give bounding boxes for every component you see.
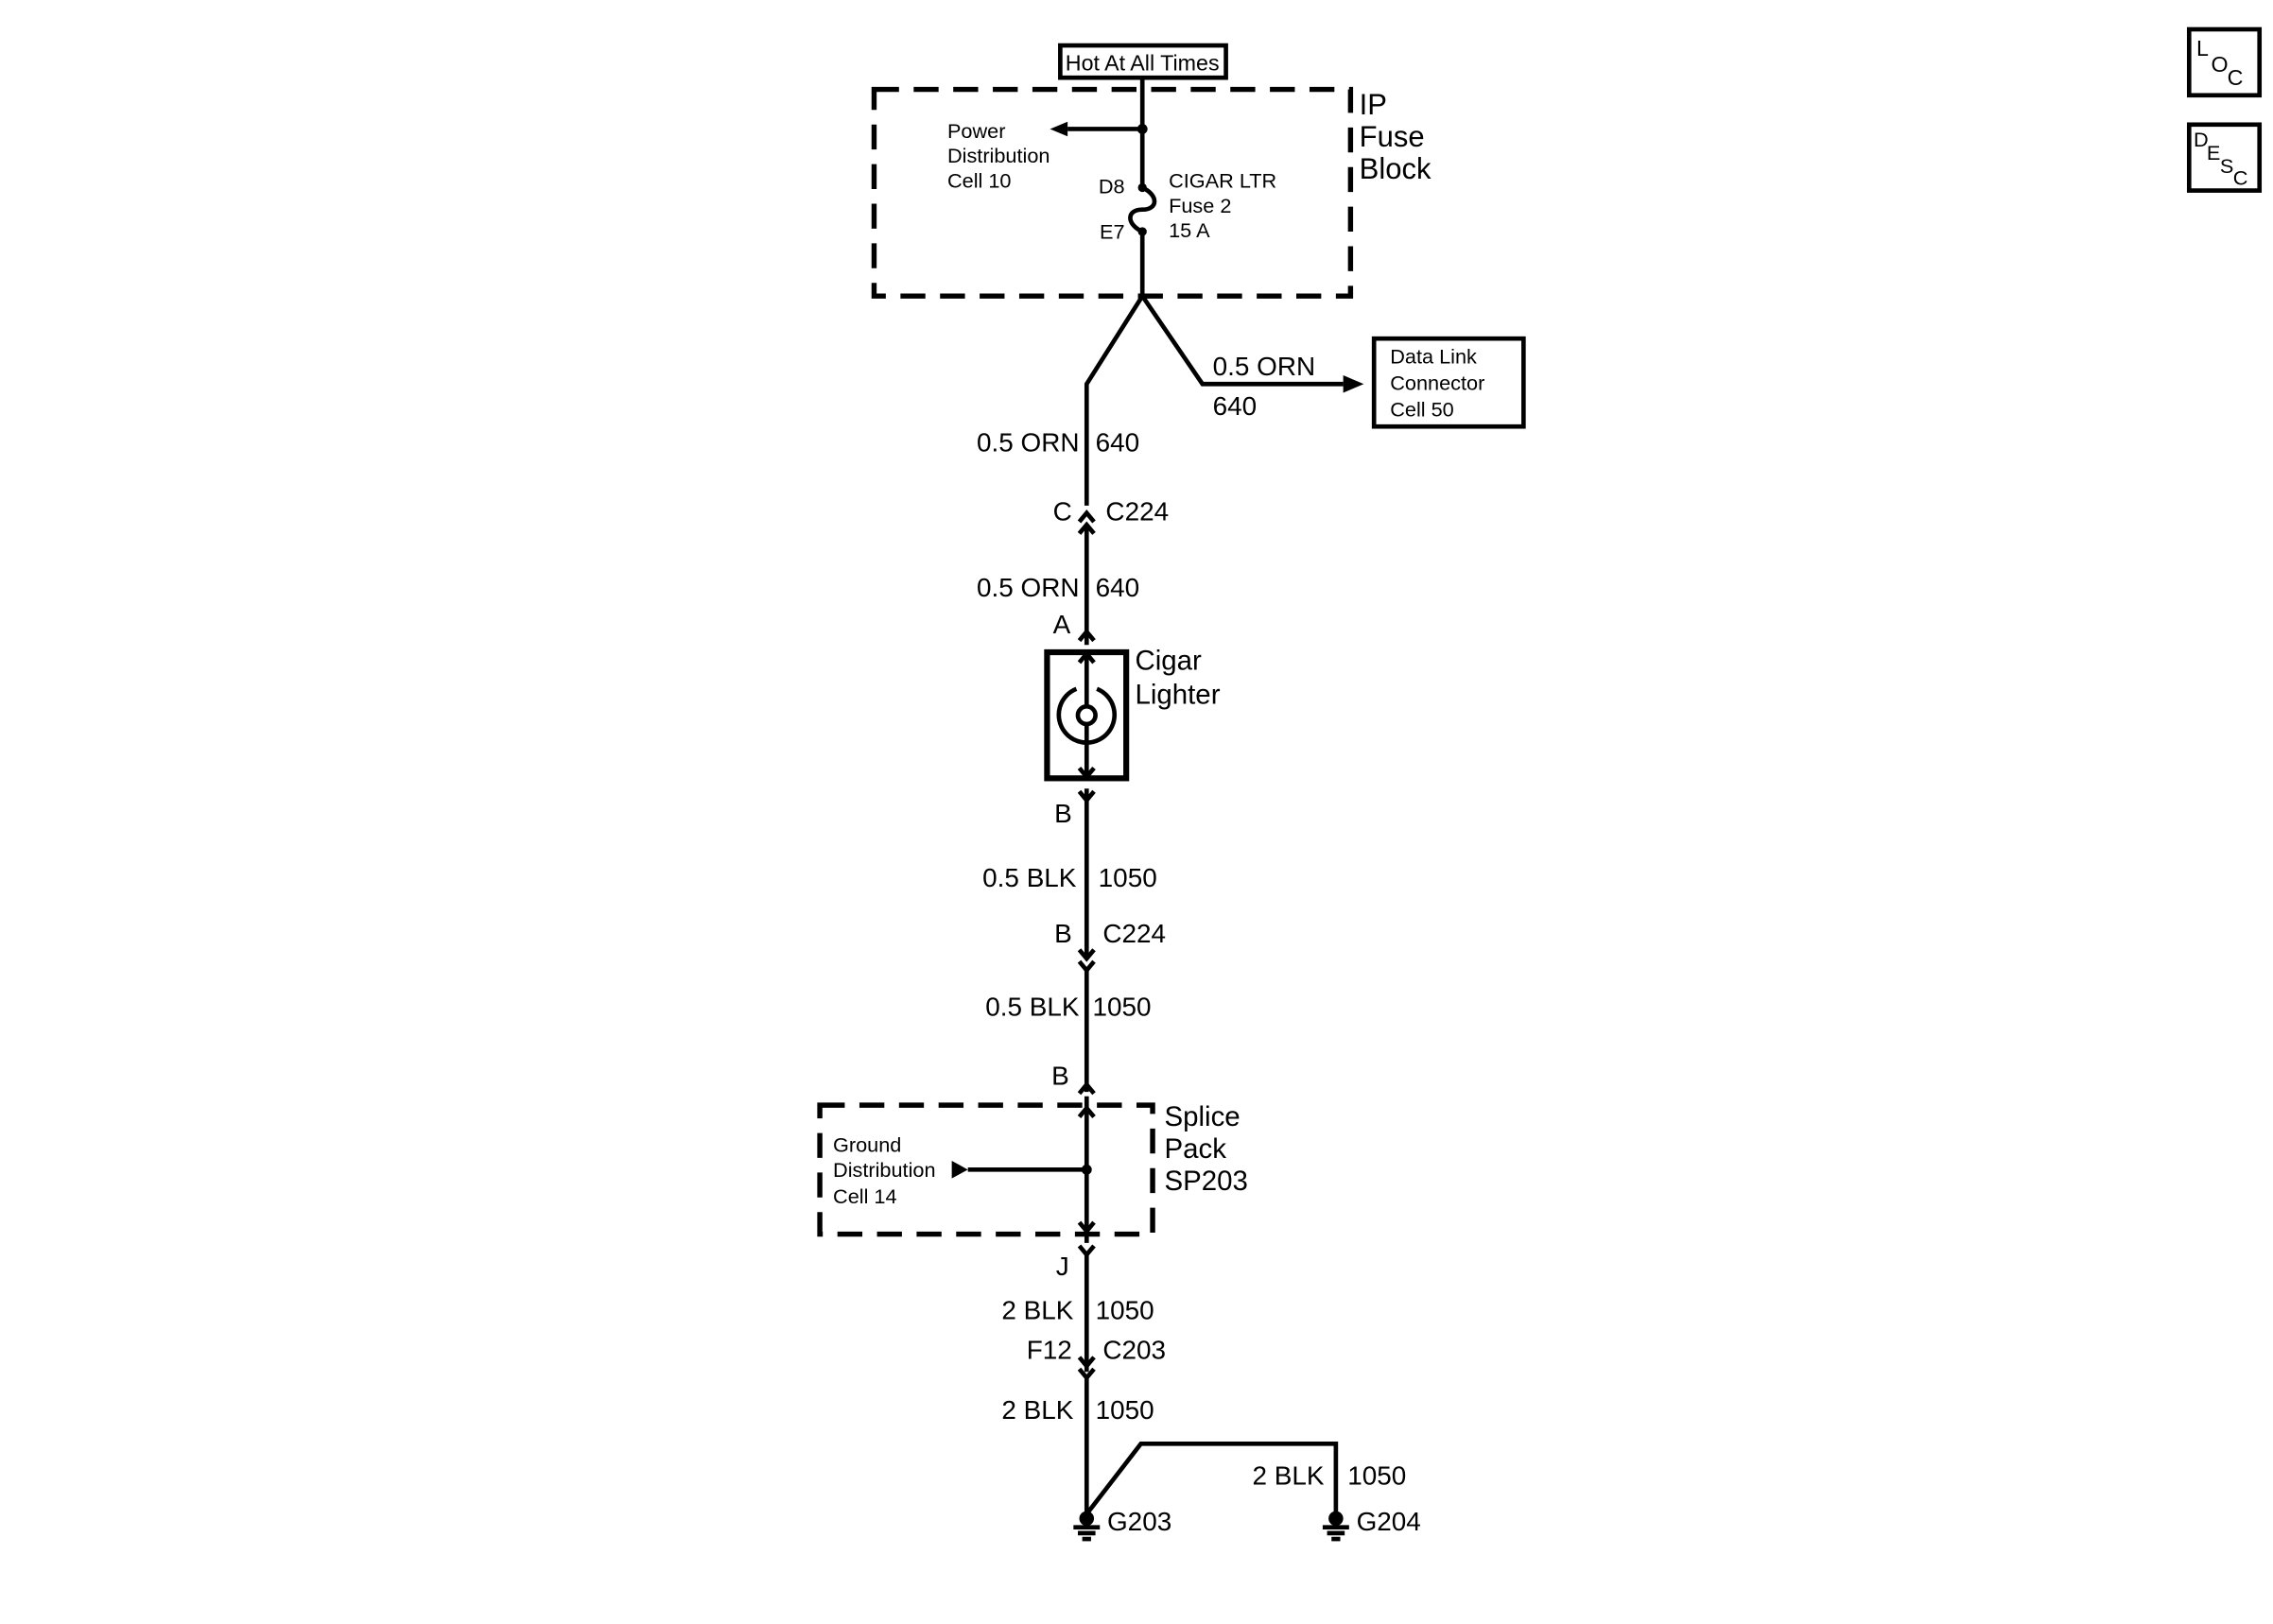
fuse-label-1: CIGAR LTR <box>1169 168 1276 192</box>
power-dist-line-3: Cell 10 <box>947 168 1012 192</box>
c224-top-pin: C <box>1053 496 1072 526</box>
ground-g204-label: G204 <box>1357 1507 1421 1536</box>
cigar-lighter-component <box>1044 648 1130 782</box>
wire-upper-2-circuit: 640 <box>1096 573 1140 602</box>
desc-letter-4: C <box>2233 165 2248 189</box>
splice-pack-boundary <box>817 1102 1155 1237</box>
cigar-lighter-name-2: Lighter <box>1135 679 1220 710</box>
wire-mid-2-color: 0.5 BLK <box>985 993 1080 1022</box>
desc-letter-3: S <box>2220 154 2233 178</box>
power-dist-line-1: Power <box>947 119 1005 143</box>
wire-low-1-color: 2 BLK <box>1001 1295 1073 1324</box>
dlc-line-3: Cell 50 <box>1390 397 1454 421</box>
dlc-line-1: Data Link <box>1390 345 1477 369</box>
dlc-circuit: 640 <box>1213 391 1258 421</box>
wire-mid-1-circuit: 1050 <box>1099 863 1157 892</box>
fuse-block-boundary <box>871 86 1354 299</box>
ground-branch-wire <box>1084 1441 1339 1516</box>
ground-dist-arrow-icon <box>951 1161 968 1179</box>
wire-mid-2-circuit: 1050 <box>1092 993 1151 1022</box>
hot-at-all-times-label: Hot At All Times <box>1058 43 1228 80</box>
power-dist-line-2: Distribution <box>947 144 1050 167</box>
fuse-block-name-3: Block <box>1360 152 1431 185</box>
c224-bottom-pin: B <box>1054 919 1072 948</box>
fuse-icon <box>1128 185 1157 234</box>
c203-pin: F12 <box>1027 1335 1072 1364</box>
dlc-branch-wire <box>1140 294 1344 387</box>
power-dist-arrow-icon <box>1050 121 1068 137</box>
dlc-line-2: Connector <box>1390 371 1484 394</box>
fuse-label-2: Fuse 2 <box>1169 194 1231 217</box>
cigar-pin-a-chevron <box>1077 628 1096 643</box>
wire-upper-1-circuit: 640 <box>1096 428 1140 458</box>
cigar-lighter-name-1: Cigar <box>1135 646 1202 677</box>
fuse-block-name-1: IP <box>1360 88 1387 121</box>
splice-pack-name-1: Splice <box>1164 1101 1240 1132</box>
loc-letter-1: L <box>2196 36 2209 60</box>
ground-g203-icon <box>1073 1511 1101 1542</box>
wire-low-2-color: 2 BLK <box>1001 1395 1073 1425</box>
cigar-lighter-pin-b: B <box>1054 799 1072 828</box>
loc-letter-2: O <box>2212 52 2229 77</box>
wire-upper-1-color: 0.5 ORN <box>977 428 1080 458</box>
cigar-lighter-icon <box>1056 686 1118 745</box>
wire-upper-2-color: 0.5 ORN <box>977 573 1080 602</box>
desc-letter-2: E <box>2207 141 2220 164</box>
splice-pack-name-3: SP203 <box>1164 1166 1247 1197</box>
fuse-pin-in: D8 <box>1099 175 1125 199</box>
desc-button[interactable]: D E S C <box>2186 122 2263 193</box>
loc-button[interactable]: L O C <box>2186 26 2263 98</box>
c203-name: C203 <box>1102 1335 1166 1364</box>
dlc-arrow-icon <box>1343 374 1364 393</box>
data-link-connector-box: Data Link Connector Cell 50 <box>1371 336 1526 429</box>
ground-branch-circuit: 1050 <box>1347 1461 1406 1491</box>
ground-dist-line-3: Cell 14 <box>833 1184 897 1208</box>
dlc-wire-color: 0.5 ORN <box>1213 352 1316 381</box>
c224-bottom-name: C224 <box>1102 919 1166 948</box>
ground-dist-line-1: Ground <box>833 1133 901 1157</box>
splice-bottom-chevron <box>1077 1220 1096 1235</box>
main-branch-wire <box>1084 294 1145 506</box>
cigar-lighter-pin-a: A <box>1053 610 1071 639</box>
wire-mid-1-color: 0.5 BLK <box>982 863 1077 892</box>
fuse-pin-out: E7 <box>1100 220 1125 244</box>
splice-pin-out: J <box>1056 1252 1069 1281</box>
splice-top-chevron <box>1077 1104 1096 1119</box>
fuse-block-name-2: Fuse <box>1360 120 1425 153</box>
ground-dist-line-2: Distribution <box>833 1158 935 1182</box>
ground-g204-icon <box>1322 1511 1349 1542</box>
hot-label-text: Hot At All Times <box>1066 50 1220 75</box>
ground-g203-label: G203 <box>1107 1507 1171 1536</box>
loc-letter-3: C <box>2228 65 2244 90</box>
splice-pin-in: B <box>1051 1061 1069 1090</box>
c224-top-name: C224 <box>1105 496 1169 526</box>
splice-pin-in-chevron <box>1077 1080 1096 1096</box>
ground-branch-color: 2 BLK <box>1252 1461 1324 1491</box>
splice-pack-name-2: Pack <box>1164 1133 1226 1165</box>
wire-low-1-circuit: 1050 <box>1096 1295 1154 1324</box>
fuse-label-3: 15 A <box>1169 218 1210 242</box>
desc-letter-1: D <box>2194 128 2209 151</box>
wire-low-2-circuit: 1050 <box>1096 1395 1154 1425</box>
